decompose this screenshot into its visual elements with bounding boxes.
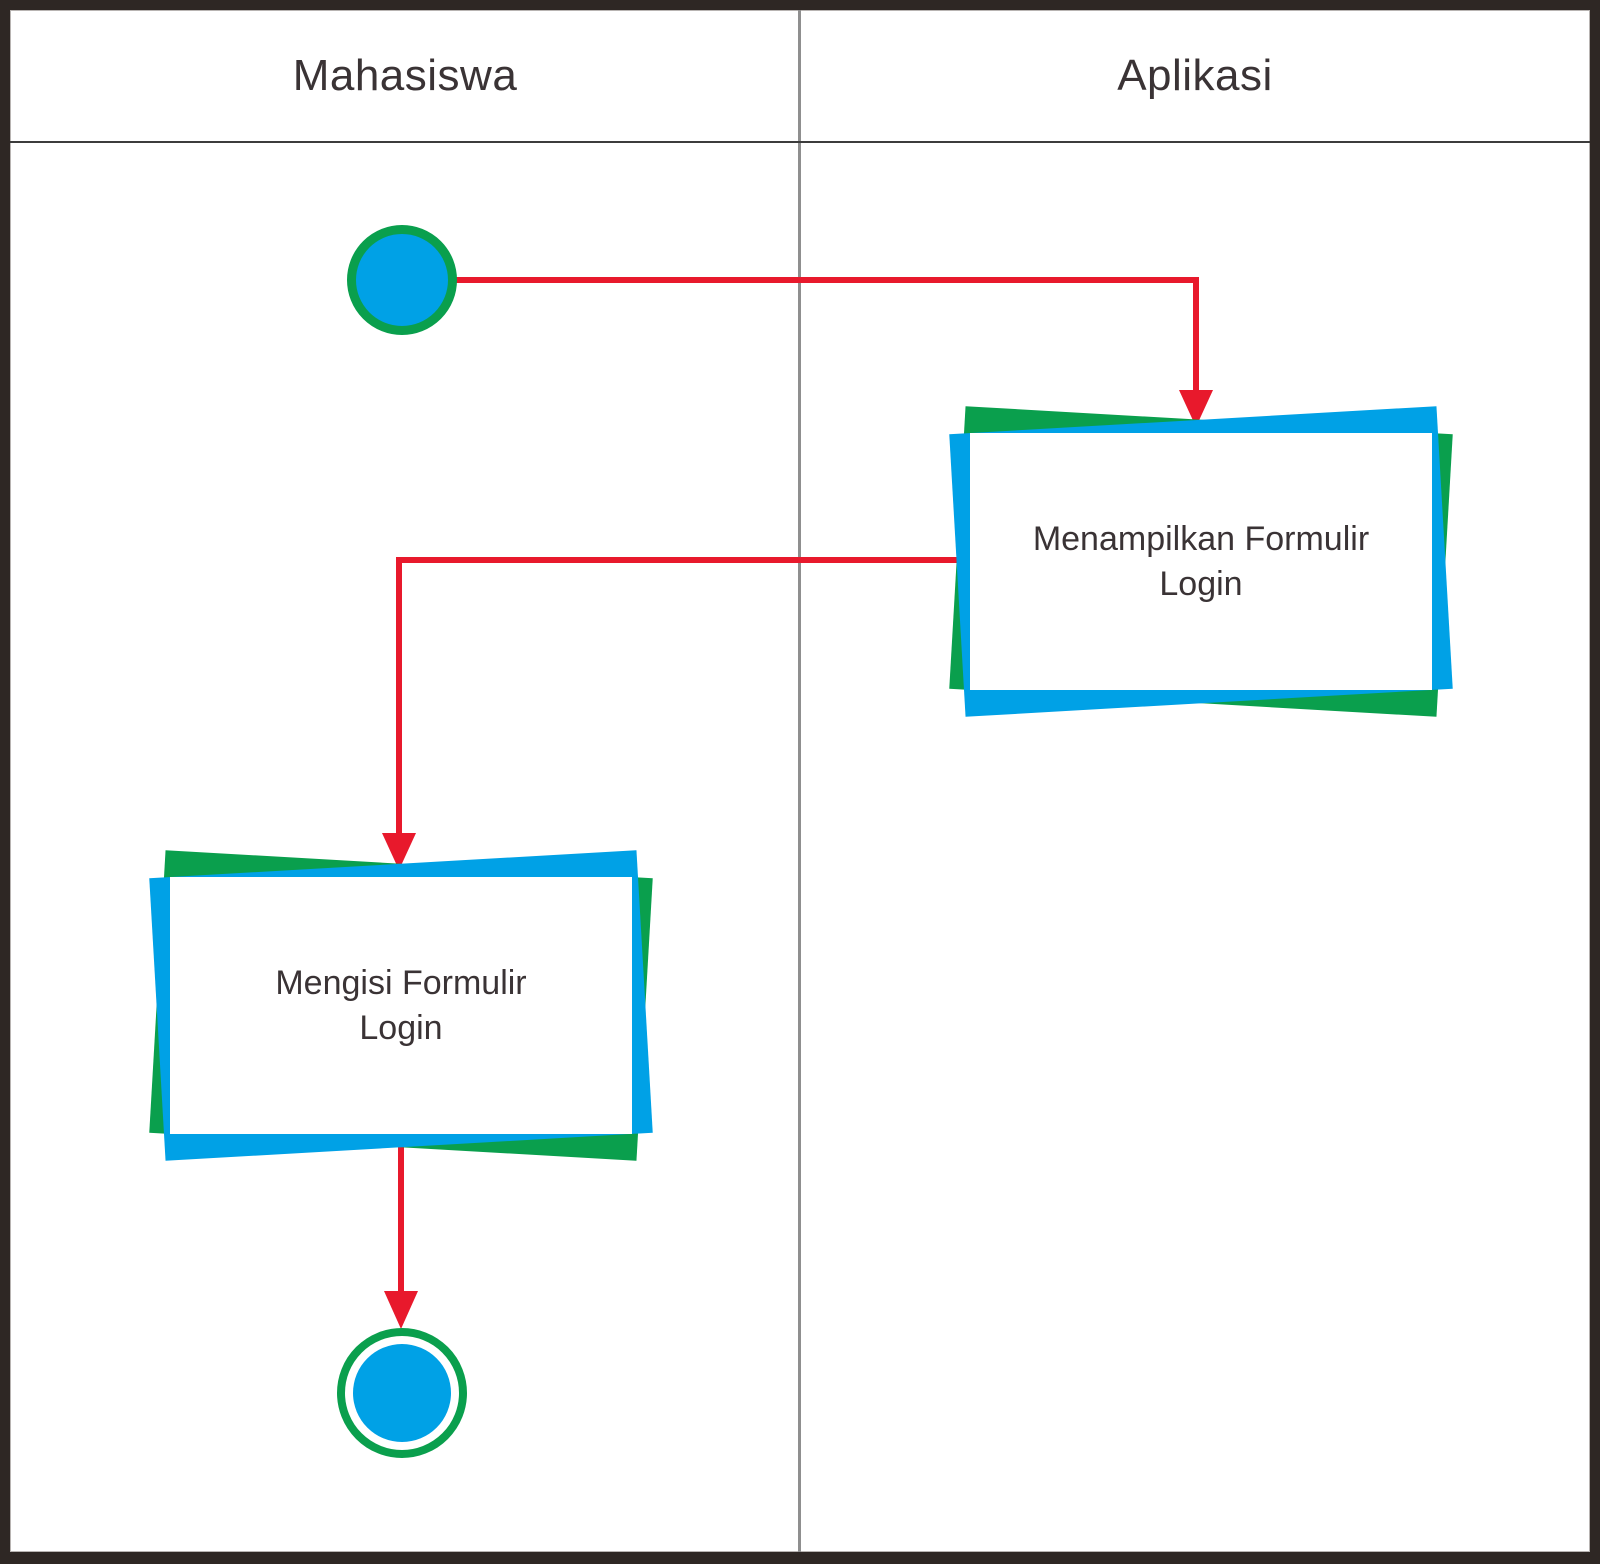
swimlane-header: Mahasiswa Aplikasi [10, 10, 1590, 143]
activity-label: Mengisi Formulir Login [275, 963, 527, 1047]
activity-menampilkan-formulir-login: Menampilkan Formulir Login [970, 433, 1432, 690]
lane-header-mahasiswa: Mahasiswa [292, 50, 518, 100]
activity-card: Menampilkan Formulir Login [970, 433, 1432, 690]
end-node [337, 1328, 467, 1458]
lane-header-aplikasi: Aplikasi [1117, 50, 1273, 100]
arrow-display-form-to-fill-form [382, 557, 975, 870]
end-node-core [353, 1344, 451, 1442]
start-node [347, 225, 457, 335]
activity-label: Menampilkan Formulir Login [1032, 519, 1370, 603]
activity-card: Mengisi Formulir Login [170, 877, 632, 1134]
activity-mengisi-formulir-login: Mengisi Formulir Login [170, 877, 632, 1134]
arrow-start-to-display-form [402, 277, 1213, 427]
arrow-fill-form-to-end [384, 1137, 418, 1329]
lane-divider [798, 10, 801, 1552]
